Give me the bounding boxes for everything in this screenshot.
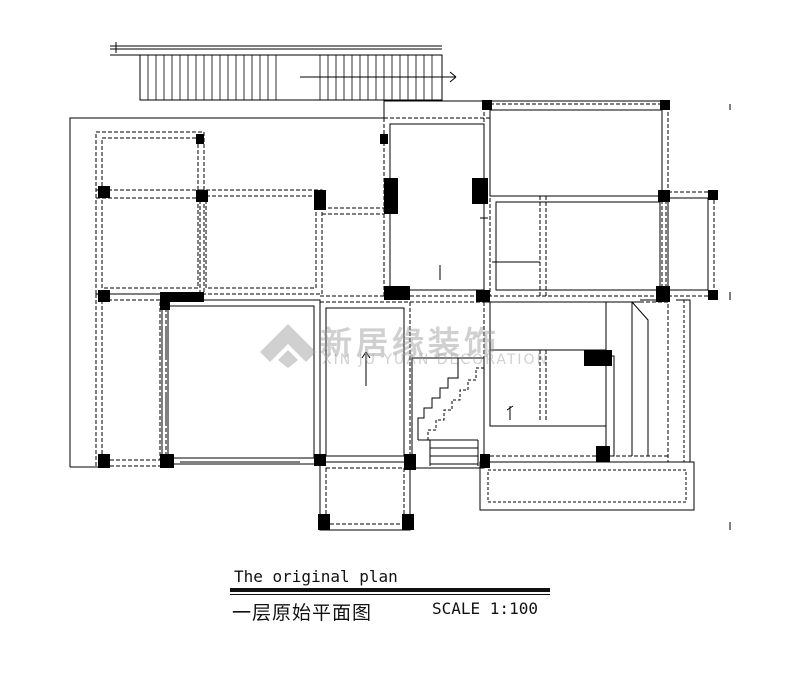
- watermark-brand-cn: 新居缘装饰: [320, 324, 501, 362]
- plan-scale: SCALE 1:100: [432, 599, 538, 618]
- entrance-porch-walls: [319, 461, 411, 531]
- structural-columns: [98, 100, 718, 530]
- watermark-brand-en: XIN JU YUAN DECORATION: [322, 352, 550, 368]
- title-rule-thick: [230, 588, 550, 592]
- plan-title-cn: 一层原始平面图: [232, 602, 373, 624]
- plan-title-en: The original plan: [234, 567, 398, 586]
- exterior-stair: [110, 42, 457, 101]
- interior-stair: [361, 351, 485, 469]
- right-lower-walls: [479, 292, 731, 530]
- brand-logo-icon: [260, 324, 316, 368]
- title-rule-thin: [230, 594, 550, 595]
- right-block-walls: [483, 103, 715, 297]
- left-block-walls: [95, 131, 384, 295]
- left-lower-walls: [95, 293, 321, 467]
- outer-wall-outline: [69, 100, 731, 468]
- annotation-marks: [439, 217, 514, 420]
